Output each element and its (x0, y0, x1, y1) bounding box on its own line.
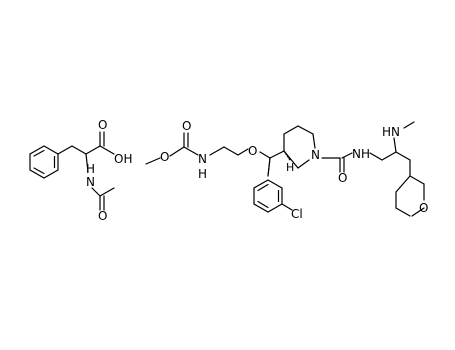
n-acetyl-phenylalanine: O OH H N O (29, 118, 132, 223)
acetyl-h-label: H (86, 162, 95, 176)
chloro-label: Cl (291, 207, 303, 221)
oxane-o-label: O (419, 201, 428, 215)
acetyl-o-label: O (98, 209, 107, 223)
carbamate-carbonyl-o-label: O (182, 119, 191, 133)
carbamate-n-label: N (198, 152, 207, 166)
ether-o-label: O (248, 144, 257, 158)
piperidine-ring (283, 125, 316, 169)
urea-nh-label: NH (352, 147, 370, 161)
acid-carbonyl-o-label: O (98, 118, 107, 132)
acid-oh-label: OH (114, 152, 132, 166)
stereo-h-label: H (286, 161, 294, 174)
carbamate-methyl-o-label: O (160, 150, 169, 164)
urea-o-label: O (338, 171, 347, 185)
piperidine-n-label: N (311, 148, 320, 162)
main-molecule: O O N H O H N O NH HN O Cl (145, 119, 428, 221)
oxane-ring (395, 175, 425, 217)
methylamine-hn-label: HN (382, 125, 400, 139)
chlorophenyl-ring (253, 179, 283, 213)
carbamate-h-label: H (198, 167, 207, 181)
acetyl-n-label: N (86, 175, 95, 189)
phenyl-ring (29, 145, 59, 179)
